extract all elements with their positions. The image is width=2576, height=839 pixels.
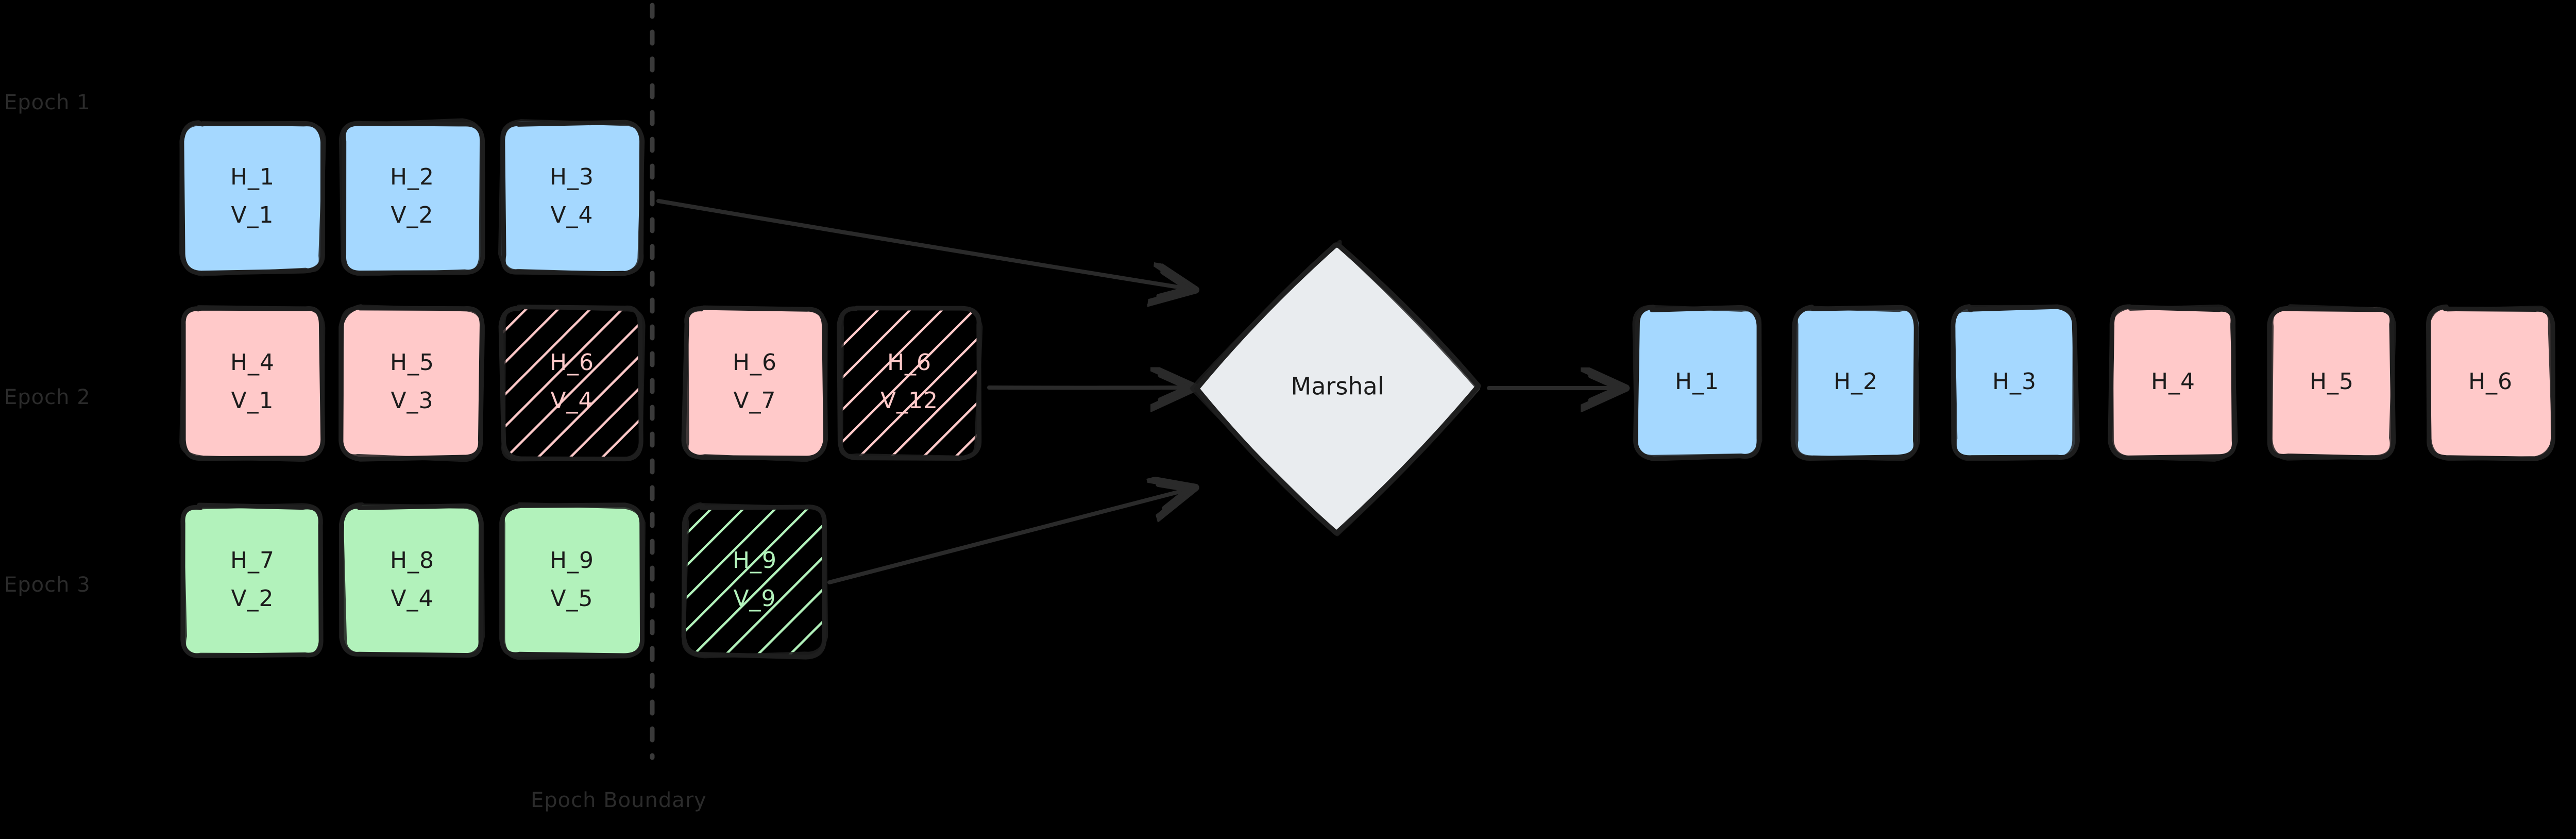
node-label: H_6 bbox=[550, 349, 594, 376]
node-label: H_3 bbox=[550, 164, 594, 190]
epoch-boundary-label: Epoch Boundary bbox=[531, 788, 707, 812]
node-label: H_5 bbox=[2310, 368, 2354, 395]
node-label: H_3 bbox=[1992, 368, 2037, 395]
input-node-e1-1[interactable]: H_1V_1 bbox=[179, 120, 327, 277]
input-node-e2-5[interactable]: H_6V_12 bbox=[837, 306, 983, 461]
arrowhead-barb bbox=[1158, 385, 1190, 402]
output-nodes-group: H_1H_2H_3H_4H_5H_6H_7H_8H_9 bbox=[1632, 304, 2555, 462]
node-label: V_4 bbox=[550, 388, 593, 414]
node-label: H_6 bbox=[887, 349, 931, 376]
node-label: V_3 bbox=[391, 388, 433, 414]
node-label: H_6 bbox=[2468, 368, 2513, 395]
output-node-1[interactable]: H_1 bbox=[1632, 305, 1762, 461]
node-label: V_2 bbox=[231, 585, 274, 612]
node-label: V_1 bbox=[231, 388, 274, 414]
input-node-e2-3[interactable]: H_6V_4 bbox=[498, 304, 646, 462]
marshal-shape-outline2 bbox=[1190, 240, 1480, 536]
node-label: H_5 bbox=[390, 349, 434, 376]
node-label: V_12 bbox=[880, 388, 938, 414]
node-label: H_1 bbox=[230, 164, 275, 190]
node-label: H_4 bbox=[2151, 368, 2195, 395]
arrowhead-barb bbox=[1156, 482, 1190, 492]
input-node-e3-4[interactable]: H_9V_9 bbox=[681, 502, 828, 660]
node-label: H_4 bbox=[230, 349, 275, 376]
node-label: H_6 bbox=[733, 349, 777, 376]
node-label: H_9 bbox=[550, 547, 594, 574]
node-label: H_1 bbox=[1675, 368, 1719, 395]
node-label: V_2 bbox=[391, 202, 433, 228]
node-label: V_4 bbox=[550, 202, 593, 228]
arrowhead-barb bbox=[1588, 385, 1620, 403]
node-label: H_8 bbox=[390, 547, 434, 574]
input-node-e3-3[interactable]: H_9V_5 bbox=[499, 502, 646, 660]
input-node-e3-2[interactable]: H_8V_4 bbox=[338, 502, 485, 658]
input-node-e2-4[interactable]: H_6V_7 bbox=[681, 305, 828, 462]
arrowhead-barb bbox=[1160, 270, 1190, 291]
node-label: H_9 bbox=[733, 547, 777, 574]
arrowhead-barb bbox=[1156, 286, 1190, 299]
output-node-6[interactable]: H_6 bbox=[2426, 304, 2555, 461]
node-label: V_1 bbox=[231, 202, 274, 228]
arrowhead-barb bbox=[1162, 487, 1190, 511]
output-node-5[interactable]: H_5 bbox=[2267, 304, 2396, 461]
node-label: H_2 bbox=[390, 164, 434, 190]
input-node-e1-3[interactable]: H_3V_4 bbox=[498, 119, 645, 276]
node-label: H_2 bbox=[1834, 368, 1878, 395]
input-node-e2-1[interactable]: H_4V_1 bbox=[179, 305, 326, 462]
node-label: V_7 bbox=[733, 388, 776, 414]
input-nodes-group: H_1V_1H_2V_2H_3V_4H_4V_1H_5V_3H_6V_4H_6V… bbox=[179, 118, 983, 660]
arrowhead-barb bbox=[1158, 373, 1190, 390]
node-label: V_5 bbox=[550, 585, 593, 612]
node-label: V_4 bbox=[391, 585, 433, 612]
input-node-e2-2[interactable]: H_5V_3 bbox=[338, 304, 485, 462]
input-node-e1-2[interactable]: H_2V_2 bbox=[338, 118, 485, 277]
input-node-e3-1[interactable]: H_7V_2 bbox=[180, 502, 324, 659]
node-label: V_9 bbox=[733, 585, 776, 612]
arrow-epoch1-to-marshal bbox=[656, 199, 1188, 289]
output-node-2[interactable]: H_2 bbox=[1790, 305, 1920, 461]
arrow-epoch3-to-marshal bbox=[827, 490, 1188, 584]
output-node-3[interactable]: H_3 bbox=[1951, 304, 2080, 462]
marshal-node-group[interactable]: Marshal bbox=[1190, 240, 1481, 536]
output-node-4[interactable]: H_4 bbox=[2108, 304, 2238, 462]
marshal-label: Marshal bbox=[1291, 373, 1384, 400]
arrows-group bbox=[656, 199, 1620, 584]
arrowhead-barb bbox=[1588, 373, 1620, 391]
node-label: H_7 bbox=[230, 547, 275, 574]
